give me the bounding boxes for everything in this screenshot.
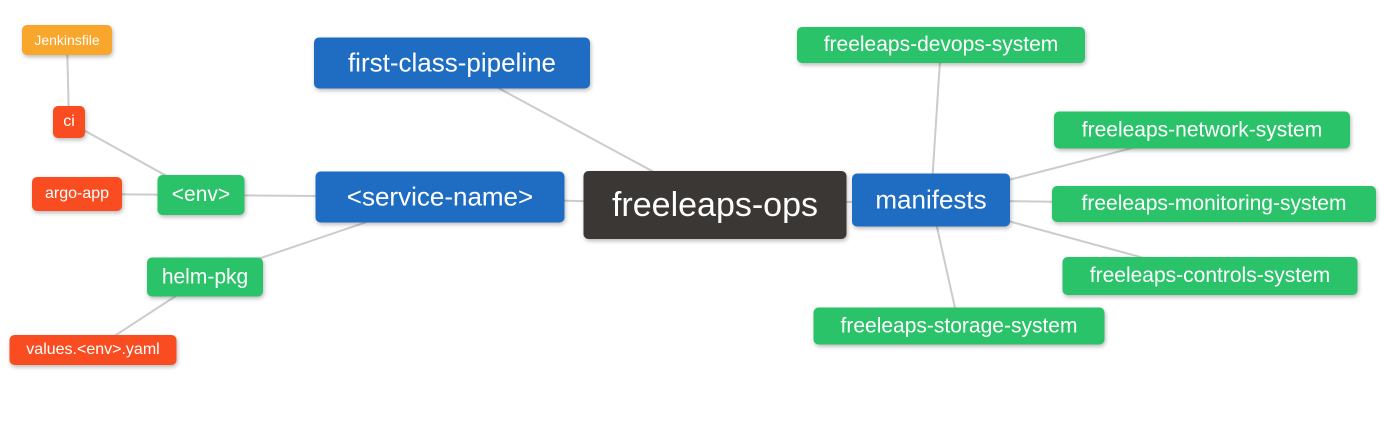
- node-freeleaps-storage-system[interactable]: freeleaps-storage-system: [813, 307, 1105, 345]
- node-service-name[interactable]: <service-name>: [315, 171, 565, 223]
- node-freeleaps-network-system[interactable]: freeleaps-network-system: [1054, 111, 1350, 149]
- node-env[interactable]: <env>: [157, 175, 245, 215]
- node-helm-pkg[interactable]: helm-pkg: [147, 257, 263, 297]
- node-argo-app[interactable]: argo-app: [32, 177, 122, 211]
- node-freeleaps-ops-root[interactable]: freeleaps-ops: [583, 171, 847, 239]
- node-values-env-yaml[interactable]: values.<env>.yaml: [9, 335, 177, 365]
- node-freeleaps-controls-system[interactable]: freeleaps-controls-system: [1062, 257, 1358, 295]
- node-jenkinsfile[interactable]: Jenkinsfile: [22, 25, 112, 55]
- node-first-class-pipeline[interactable]: first-class-pipeline: [314, 37, 590, 89]
- node-manifests[interactable]: manifests: [852, 173, 1010, 227]
- node-freeleaps-monitoring-system[interactable]: freeleaps-monitoring-system: [1052, 186, 1376, 222]
- node-ci[interactable]: ci: [53, 106, 85, 138]
- node-freeleaps-devops-system[interactable]: freeleaps-devops-system: [797, 27, 1085, 63]
